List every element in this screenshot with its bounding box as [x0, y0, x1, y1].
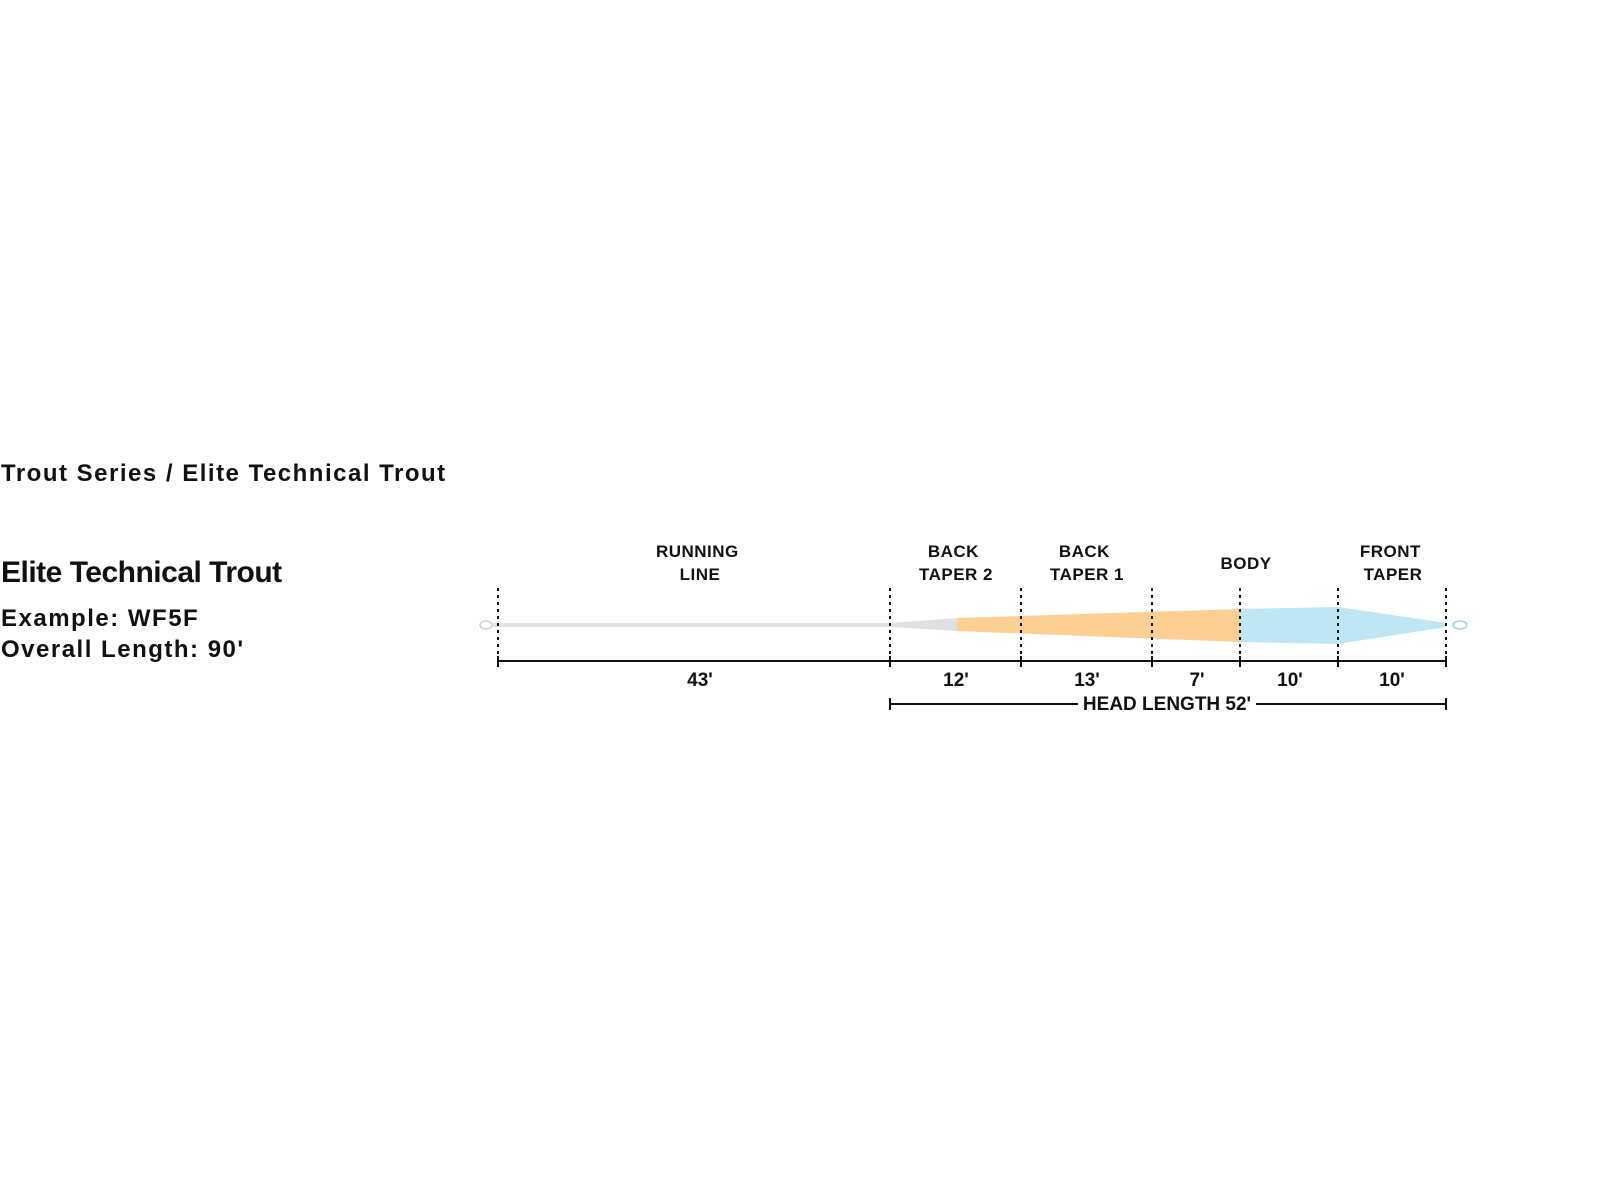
label-body: BODY: [1220, 554, 1271, 573]
series-title: Trout Series / Elite Technical Trout: [1, 460, 447, 487]
segment-dividers: [497, 588, 1447, 664]
length-body: 7': [1189, 670, 1204, 691]
front-taper-shape: [1338, 607, 1446, 644]
body-shape: [1240, 607, 1338, 644]
example-spec: Example: WF5F: [1, 605, 200, 632]
fly-line-profile: [479, 607, 1468, 644]
back-taper-shape: [957, 609, 1240, 642]
label-front-taper: FRONT TAPER: [1360, 542, 1426, 584]
head-length-label: HEAD LENGTH 52': [1083, 694, 1251, 715]
back-taper-2-grey-shape: [890, 618, 957, 631]
rear-loop: [479, 620, 493, 630]
label-back-taper-2: BACK TAPER 2: [919, 542, 993, 584]
segment-labels: RUNNING LINE BACK TAPER 2 BACK TAPER 1 B…: [656, 542, 1426, 584]
label-running-line: RUNNING LINE: [656, 542, 744, 584]
length-body-2: 10': [1277, 670, 1303, 691]
length-back-taper-2: 12': [943, 670, 969, 691]
length-front-taper: 10': [1379, 670, 1405, 691]
label-back-taper-1: BACK TAPER 1: [1050, 542, 1124, 584]
length-axis: [497, 656, 1447, 667]
length-running-line: 43': [687, 670, 713, 691]
overall-length-spec: Overall Length: 90': [1, 636, 245, 663]
front-loop: [1452, 620, 1468, 630]
product-name: Elite Technical Trout: [1, 556, 282, 589]
segment-lengths: 43' 12' 13' 7' 10' 10': [687, 670, 1405, 691]
length-back-taper-1: 13': [1074, 670, 1100, 691]
head-length-bracket: HEAD LENGTH 52': [889, 694, 1447, 715]
running-line-shape: [492, 623, 890, 627]
